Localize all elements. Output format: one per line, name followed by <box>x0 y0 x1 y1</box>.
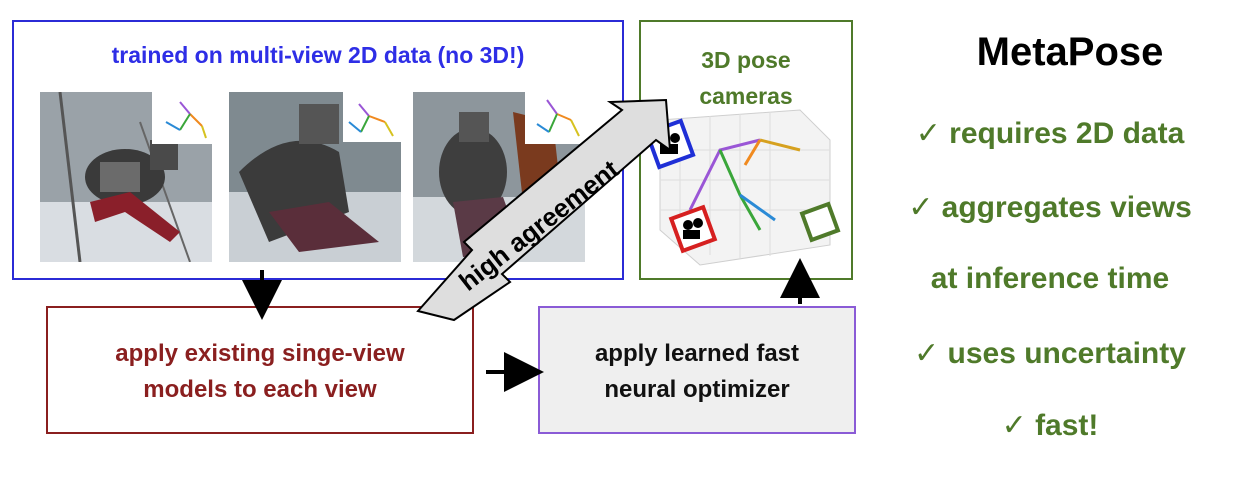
high-agreement-arrow: high agreement <box>416 98 672 322</box>
camera-red-icon <box>668 204 718 254</box>
pose-title-line-2: cameras <box>699 83 793 109</box>
multi-view-panel-title: trained on multi-view 2D data (no 3D!) <box>111 42 525 68</box>
pose-title-line-1: 3D pose <box>701 47 791 73</box>
metapose-title: MetaPose <box>976 30 1164 74</box>
pose-cameras-title: 3D pose cameras <box>639 42 853 114</box>
skier-photo-1 <box>40 92 212 262</box>
models-line-2: models to each view <box>143 376 377 403</box>
neural-optimizer-text: apply learned fast neural optimizer <box>538 336 856 408</box>
high-agreement-label: high agreement <box>453 154 624 297</box>
skeleton-3d <box>688 138 801 231</box>
pose-overlay-3 <box>536 99 580 137</box>
feature-fast: ✓ fast! <box>1001 409 1099 442</box>
neural-optimizer-box <box>538 306 856 434</box>
single-view-models-text: apply existing singe-view models to each… <box>46 336 474 408</box>
optimizer-line-1: apply learned fast <box>594 340 800 367</box>
feature-aggregates-views: ✓ aggregates views <box>908 191 1192 224</box>
pose-overlay-1 <box>165 101 207 139</box>
feature-requires-2d: ✓ requires 2D data <box>915 117 1185 150</box>
pose-overlay-2 <box>348 103 394 137</box>
feature-uses-uncertainty: ✓ uses uncertainty <box>914 337 1186 370</box>
feature-inference-time: at inference time <box>930 262 1170 295</box>
models-line-1: apply existing singe-view <box>115 340 405 367</box>
skier-photo-2 <box>229 92 401 262</box>
optimizer-line-2: neural optimizer <box>604 376 790 403</box>
camera-green-icon <box>799 201 841 243</box>
